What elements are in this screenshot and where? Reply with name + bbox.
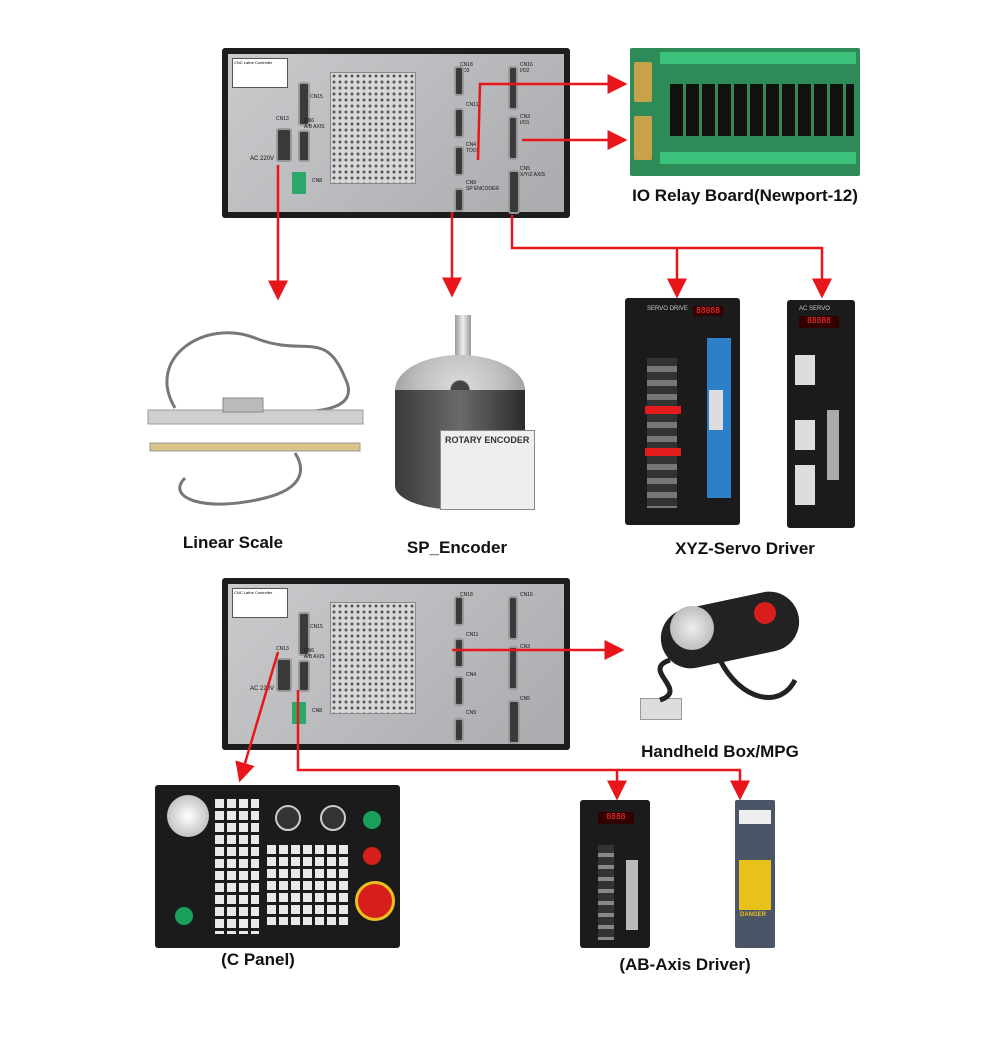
port-label: A/B AXIS bbox=[304, 124, 325, 130]
linear-scale-image bbox=[147, 331, 364, 506]
port-label: I/O3 bbox=[460, 68, 470, 74]
port-label: CN5 bbox=[520, 696, 531, 702]
port-label: CN11 bbox=[466, 632, 479, 638]
cn16-port[interactable] bbox=[508, 66, 518, 110]
port-label: CN3 bbox=[520, 644, 531, 650]
port-label: SP ENCODER bbox=[466, 186, 499, 192]
port-label: CN5 bbox=[520, 166, 531, 172]
port-label: CN13 bbox=[276, 116, 289, 122]
port-label: CN15 bbox=[310, 94, 323, 100]
servo-driver-a-image: SERVO DRIVE 88888 bbox=[625, 298, 740, 525]
cn6-port[interactable] bbox=[298, 660, 310, 692]
port-label: CN6 bbox=[304, 648, 315, 654]
port-label: CN9 bbox=[466, 180, 477, 186]
port-label: X/Y/Z AXIS bbox=[520, 172, 546, 178]
cn11-port[interactable] bbox=[454, 638, 464, 668]
arrow-cn5-servo-b bbox=[677, 246, 832, 299]
arrow-cn4-relay bbox=[476, 74, 628, 161]
encoder-caption: SP_Encoder bbox=[406, 538, 508, 557]
cn11-port[interactable] bbox=[454, 108, 464, 138]
power-supply bbox=[330, 72, 416, 184]
port-label: CN8 bbox=[312, 708, 323, 714]
port-label: CN18 bbox=[460, 592, 473, 598]
servo-brand: AC SERVO bbox=[799, 306, 830, 312]
cn13-port[interactable] bbox=[276, 128, 292, 162]
controller-title: CNC Lathe Controller bbox=[234, 590, 273, 595]
port-label: CN4 bbox=[466, 672, 477, 678]
arrow-cn5-servo-a bbox=[510, 215, 687, 299]
servo-caption: XYZ-Servo Driver bbox=[675, 539, 815, 558]
cn9-port[interactable] bbox=[454, 188, 464, 212]
io-relay-board-image bbox=[630, 48, 860, 176]
c-panel-caption: (C Panel) bbox=[221, 950, 295, 969]
cn4-port[interactable] bbox=[454, 146, 464, 176]
controller-bottom: CNC Lathe Controller CN15 CN13 CN6 A/B A… bbox=[222, 578, 570, 750]
mpg-image bbox=[630, 586, 805, 735]
port-label: A/B AXIS bbox=[304, 654, 325, 660]
port-label: I/O2 bbox=[520, 68, 530, 74]
port-label: CN15 bbox=[310, 624, 323, 630]
arrow-cn6-ab-a bbox=[296, 690, 627, 801]
cn3-port[interactable] bbox=[508, 116, 518, 160]
ab-driver-caption: (AB-Axis Driver) bbox=[619, 955, 751, 974]
power-label: AC 220V bbox=[250, 686, 275, 692]
port-label: CN4 bbox=[466, 142, 477, 148]
encoder-sticker: ROTARY ENCODER bbox=[440, 430, 535, 510]
port-label: CN18 bbox=[460, 62, 473, 68]
port-label: CN9 bbox=[466, 710, 477, 716]
port-label: CN13 bbox=[276, 646, 289, 652]
controller-top: CNC Lathe Controller CN15 CN13 CN6 A/B A… bbox=[222, 48, 570, 218]
arrow-cn15-cpanel bbox=[235, 651, 280, 783]
power-label: AC 220V bbox=[250, 156, 275, 162]
port-label: CN3 bbox=[520, 114, 531, 120]
ab-driver-a-image: 8888 bbox=[580, 800, 650, 948]
cn6-port[interactable] bbox=[298, 130, 310, 162]
port-label: CN16 bbox=[520, 62, 533, 68]
port-label: CN6 bbox=[304, 118, 315, 124]
mpg-caption: Handheld Box/MPG bbox=[641, 742, 799, 761]
port-label: CN8 bbox=[312, 178, 323, 184]
port-label: CN11 bbox=[466, 102, 479, 108]
relay-board-caption: IO Relay Board(Newport-12) bbox=[632, 186, 858, 205]
linear-scale-caption: Linear Scale bbox=[182, 533, 284, 552]
controller-title: CNC Lathe Controller bbox=[234, 60, 273, 65]
servo-brand: SERVO DRIVE bbox=[647, 306, 688, 312]
c-panel-image bbox=[155, 785, 400, 948]
power-supply bbox=[330, 602, 416, 714]
danger-label: DANGER bbox=[740, 912, 767, 918]
port-label: TOOL bbox=[466, 148, 480, 154]
servo-driver-b-image: AC SERVO 88888 bbox=[787, 300, 855, 528]
cn18-port[interactable] bbox=[454, 66, 464, 96]
cn5-port[interactable] bbox=[508, 170, 520, 214]
encoder-image: ROTARY ENCODER bbox=[385, 315, 540, 515]
arrow-cn6-ab-b bbox=[617, 768, 750, 801]
ab-driver-b-image: DANGER bbox=[735, 800, 775, 948]
port-label: I/O1 bbox=[520, 120, 530, 126]
port-label: CN16 bbox=[520, 592, 533, 598]
